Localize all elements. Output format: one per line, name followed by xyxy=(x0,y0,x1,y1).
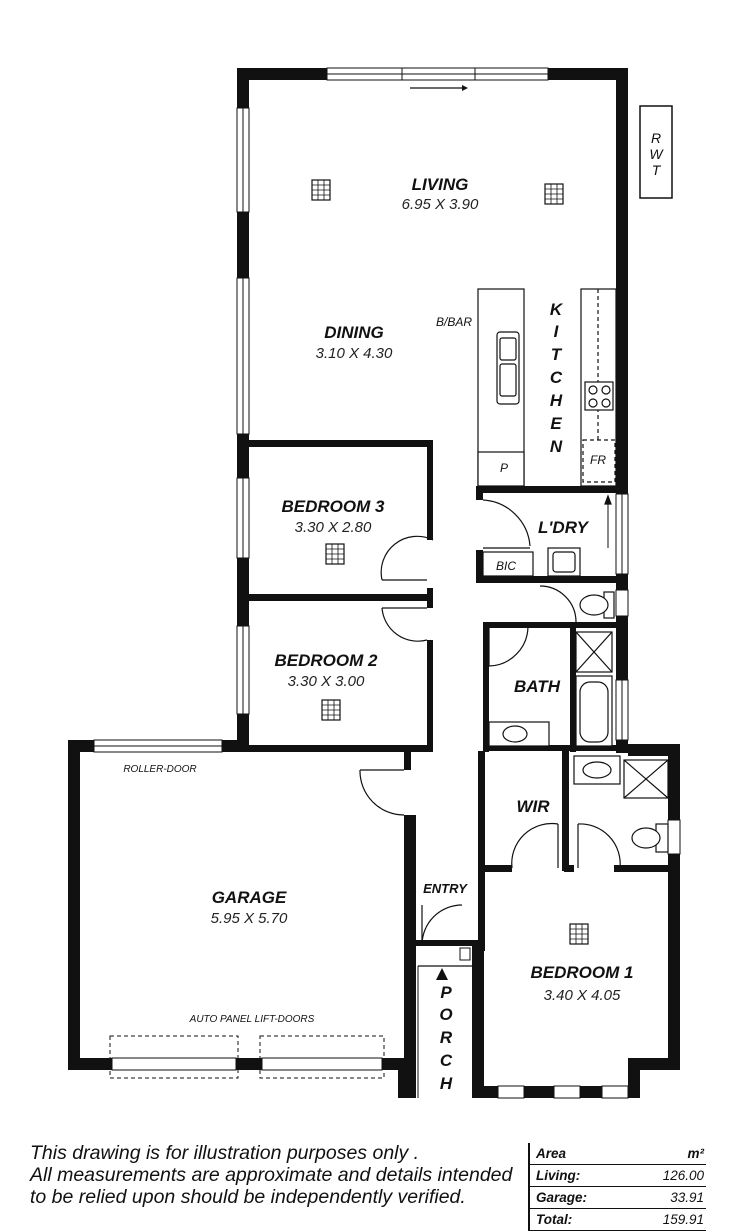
room-name-entry: ENTRY xyxy=(423,881,468,896)
room-name-bedroom-1: BEDROOM 1 xyxy=(531,963,634,982)
vent-icons xyxy=(311,179,589,945)
area-row-value: 33.91 xyxy=(670,1190,704,1205)
label-fridge: FR xyxy=(590,453,606,467)
bath-fixtures xyxy=(488,631,613,747)
svg-text:C: C xyxy=(550,368,563,387)
room-name-bedroom-2: BEDROOM 2 xyxy=(275,651,379,670)
svg-text:T: T xyxy=(551,345,563,364)
room-dims-garage: 5.95 X 5.70 xyxy=(211,910,288,927)
area-row-label: Living: xyxy=(536,1168,581,1183)
room-name-dining: DINING xyxy=(324,323,384,342)
room-dims-bedroom-3: 3.30 X 2.80 xyxy=(295,519,372,536)
area-row-value: 126.00 xyxy=(662,1168,704,1183)
porch-label: P O R C H xyxy=(439,983,452,1093)
svg-text:I: I xyxy=(554,322,560,341)
label-bic: BIC xyxy=(496,559,516,573)
svg-text:N: N xyxy=(550,437,563,456)
area-header-label: Area xyxy=(536,1146,567,1161)
kitchen-label: K I T C H E N xyxy=(550,300,564,456)
area-row: Total: 159.91 xyxy=(530,1209,706,1231)
label-roller-door: ROLLER-DOOR xyxy=(123,764,196,775)
room-name-living: LIVING xyxy=(412,175,469,194)
area-row-label: Total: xyxy=(536,1212,573,1227)
toilet-icon xyxy=(579,591,615,619)
disclaimer: This drawing is for illustration purpose… xyxy=(30,1142,513,1208)
svg-text:T: T xyxy=(652,162,662,178)
area-table-header: Area m² xyxy=(530,1143,706,1165)
doors xyxy=(359,499,621,946)
disclaimer-line: All measurements are approximate and det… xyxy=(30,1164,513,1186)
svg-text:E: E xyxy=(550,414,562,433)
interior-walls xyxy=(249,440,674,951)
area-header-unit: m² xyxy=(687,1146,705,1161)
lift-doors xyxy=(109,1035,385,1079)
svg-text:P: P xyxy=(440,983,452,1002)
room-dims-bedroom-2: 3.30 X 3.00 xyxy=(288,673,365,690)
svg-text:R: R xyxy=(440,1028,453,1047)
label-lift-doors: AUTO PANEL LIFT-DOORS xyxy=(189,1014,315,1025)
svg-text:R: R xyxy=(651,130,661,146)
label-bbar: B/BAR xyxy=(436,315,472,329)
room-name-wir: WIR xyxy=(516,797,550,816)
room-name-laundry: L'DRY xyxy=(538,518,590,537)
svg-text:H: H xyxy=(550,391,563,410)
disclaimer-line: to be relied upon should be independentl… xyxy=(30,1186,466,1208)
room-dims-dining: 3.10 X 4.30 xyxy=(316,345,393,362)
laundry-fixtures xyxy=(482,494,612,577)
svg-text:O: O xyxy=(439,1005,452,1024)
room-dims-bedroom-1: 3.40 X 4.05 xyxy=(544,987,621,1004)
room-dims-living: 6.95 X 3.90 xyxy=(402,196,479,213)
svg-text:W: W xyxy=(649,146,664,162)
kitchen-fixtures xyxy=(477,288,617,487)
area-row-label: Garage: xyxy=(536,1190,588,1205)
area-table: Area m² Living: 126.00 Garage: 33.91 Tot… xyxy=(528,1143,706,1231)
rwt-label: R W T xyxy=(649,130,664,178)
svg-text:C: C xyxy=(440,1051,453,1070)
room-name-bedroom-3: BEDROOM 3 xyxy=(282,497,386,516)
svg-text:H: H xyxy=(440,1074,453,1093)
ensuite-fixtures xyxy=(573,755,669,853)
area-row: Garage: 33.91 xyxy=(530,1187,706,1209)
label-pantry: P xyxy=(500,461,508,475)
disclaimer-line: This drawing is for illustration purpose… xyxy=(30,1142,420,1164)
floor-plan: LIVING 6.95 X 3.90 DINING 3.10 X 4.30 BE… xyxy=(68,67,681,1099)
porch-arrow xyxy=(436,968,448,980)
windows xyxy=(93,67,681,1099)
rainwater-tank xyxy=(639,105,673,199)
room-name-garage: GARAGE xyxy=(212,888,287,907)
svg-text:K: K xyxy=(550,300,564,319)
area-row-value: 159.91 xyxy=(662,1212,704,1227)
room-name-bath: BATH xyxy=(514,677,561,696)
area-row: Living: 126.00 xyxy=(530,1165,706,1187)
